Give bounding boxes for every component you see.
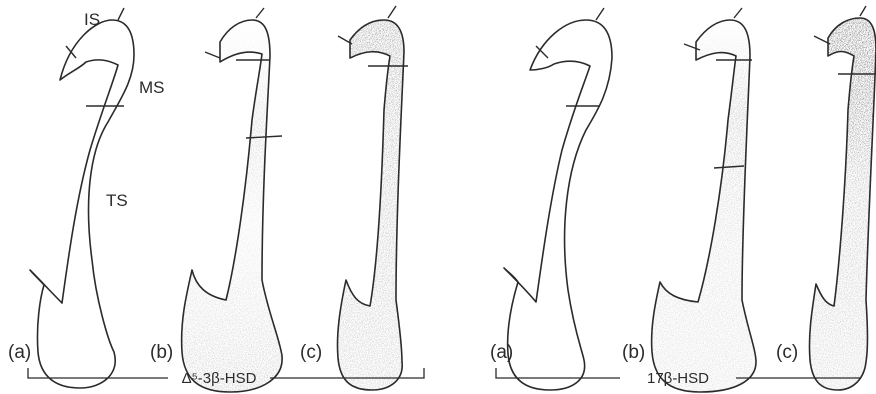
group-bracket-17b: 17β-HSD [496, 368, 860, 387]
label-ms: MS [139, 78, 165, 97]
tubule-17b-a [504, 8, 612, 390]
tubule-delta-b [182, 8, 283, 392]
panel-label-c1: (c) [300, 342, 322, 363]
panel-label-b1: (b) [150, 342, 173, 363]
group-label-delta: Δ⁵-3β-HSD [182, 370, 257, 387]
label-is: IS [84, 10, 100, 29]
tubule-17b-c [809, 6, 876, 390]
tubule-delta-c [337, 6, 408, 390]
tubule-delta-a: IS MS TS [30, 8, 165, 388]
panel-label-a2: (a) [490, 342, 513, 363]
label-ts: TS [106, 191, 128, 210]
group-label-17b: 17β-HSD [647, 370, 709, 387]
panel-label-a1: (a) [8, 342, 31, 363]
tubule-17b-b [652, 8, 756, 392]
panel-label-b2: (b) [622, 342, 645, 363]
panel-label-c2: (c) [776, 342, 798, 363]
